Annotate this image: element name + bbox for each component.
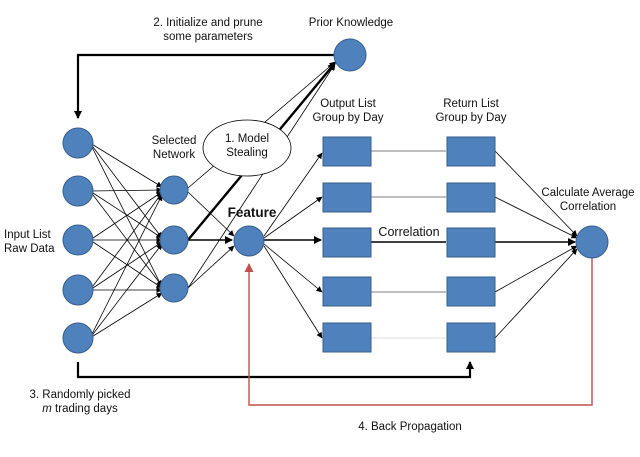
selected-node [159,273,189,303]
model-stealing-line1: 1. Model [224,133,270,145]
selected-network-label: Selected Network [140,134,208,162]
calc-correlation-line1: Calculate Average [541,187,635,199]
input-node [62,175,94,207]
return-list-boxes [446,136,496,353]
input-list-line1: Input List [4,229,51,241]
random-pick-arrow [76,361,474,379]
return-box [446,322,496,353]
output-list-boxes [322,136,372,353]
selected-network-line2: Network [152,149,196,161]
output-box [322,136,372,167]
model-stealing-line2: Stealing [226,147,268,159]
random-pick-line2: m trading days [0,402,160,416]
input-node [62,274,94,306]
return-to-calc-edges [494,150,578,339]
selected-to-prior-edges [187,61,336,289]
input-to-selected-edges [89,142,163,339]
prior-knowledge-node [333,38,367,72]
output-list-line2: Group by Day [312,112,384,124]
feature-node [233,225,265,257]
calc-correlation-line2: Correlation [559,201,617,213]
initialize-prune-line2: some parameters [163,31,253,43]
input-node [62,224,94,256]
output-to-return-edges [371,150,446,339]
output-list-label: Output List Group by Day [306,97,390,125]
random-pick-days: trading days [51,403,118,415]
selected-nodes [159,175,189,303]
model-stealing-ellipse [202,119,292,177]
return-list-line1: Return List [443,98,499,110]
random-pick-m: m [42,403,52,415]
return-list-label: Return List Group by Day [428,97,514,125]
input-node [62,322,94,354]
back-propagation-arrow [244,258,593,406]
model-stealing-label: 1. Model Stealing [212,132,282,160]
selected-node [159,225,189,255]
input-node [62,127,94,159]
correlation-label: Correlation [378,225,440,239]
calc-correlation-label: Calculate Average Correlation [536,186,640,214]
output-box [322,182,372,213]
return-box [446,276,496,307]
initialize-prune-label: 2. Initialize and prune some parameters [128,16,288,44]
initialize-prune-line1: 2. Initialize and prune [153,17,263,29]
feature-label: Feature [227,205,277,220]
return-box [446,227,496,258]
input-list-line2: Raw Data [4,243,55,255]
random-pick-label: 3. Randomly picked m trading days [0,388,160,416]
return-box [446,136,496,167]
prior-knowledge-label: Prior Knowledge [308,17,394,29]
return-list-line2: Group by Day [435,112,507,124]
input-list-label: Input List Raw Data [4,228,64,256]
output-box [322,227,372,258]
return-box [446,182,496,213]
selected-node [159,175,189,205]
output-list-line1: Output List [320,98,376,110]
initialize-prune-arrow [74,53,336,119]
selected-network-line1: Selected [151,135,197,147]
output-box [322,276,372,307]
random-pick-line1: 3. Randomly picked [29,389,131,401]
feature-to-output-edges [263,152,323,339]
back-propagation-label: 4. Back Propagation [358,421,462,433]
input-nodes [62,127,94,354]
output-box [322,322,372,353]
calc-correlation-node [575,225,609,259]
